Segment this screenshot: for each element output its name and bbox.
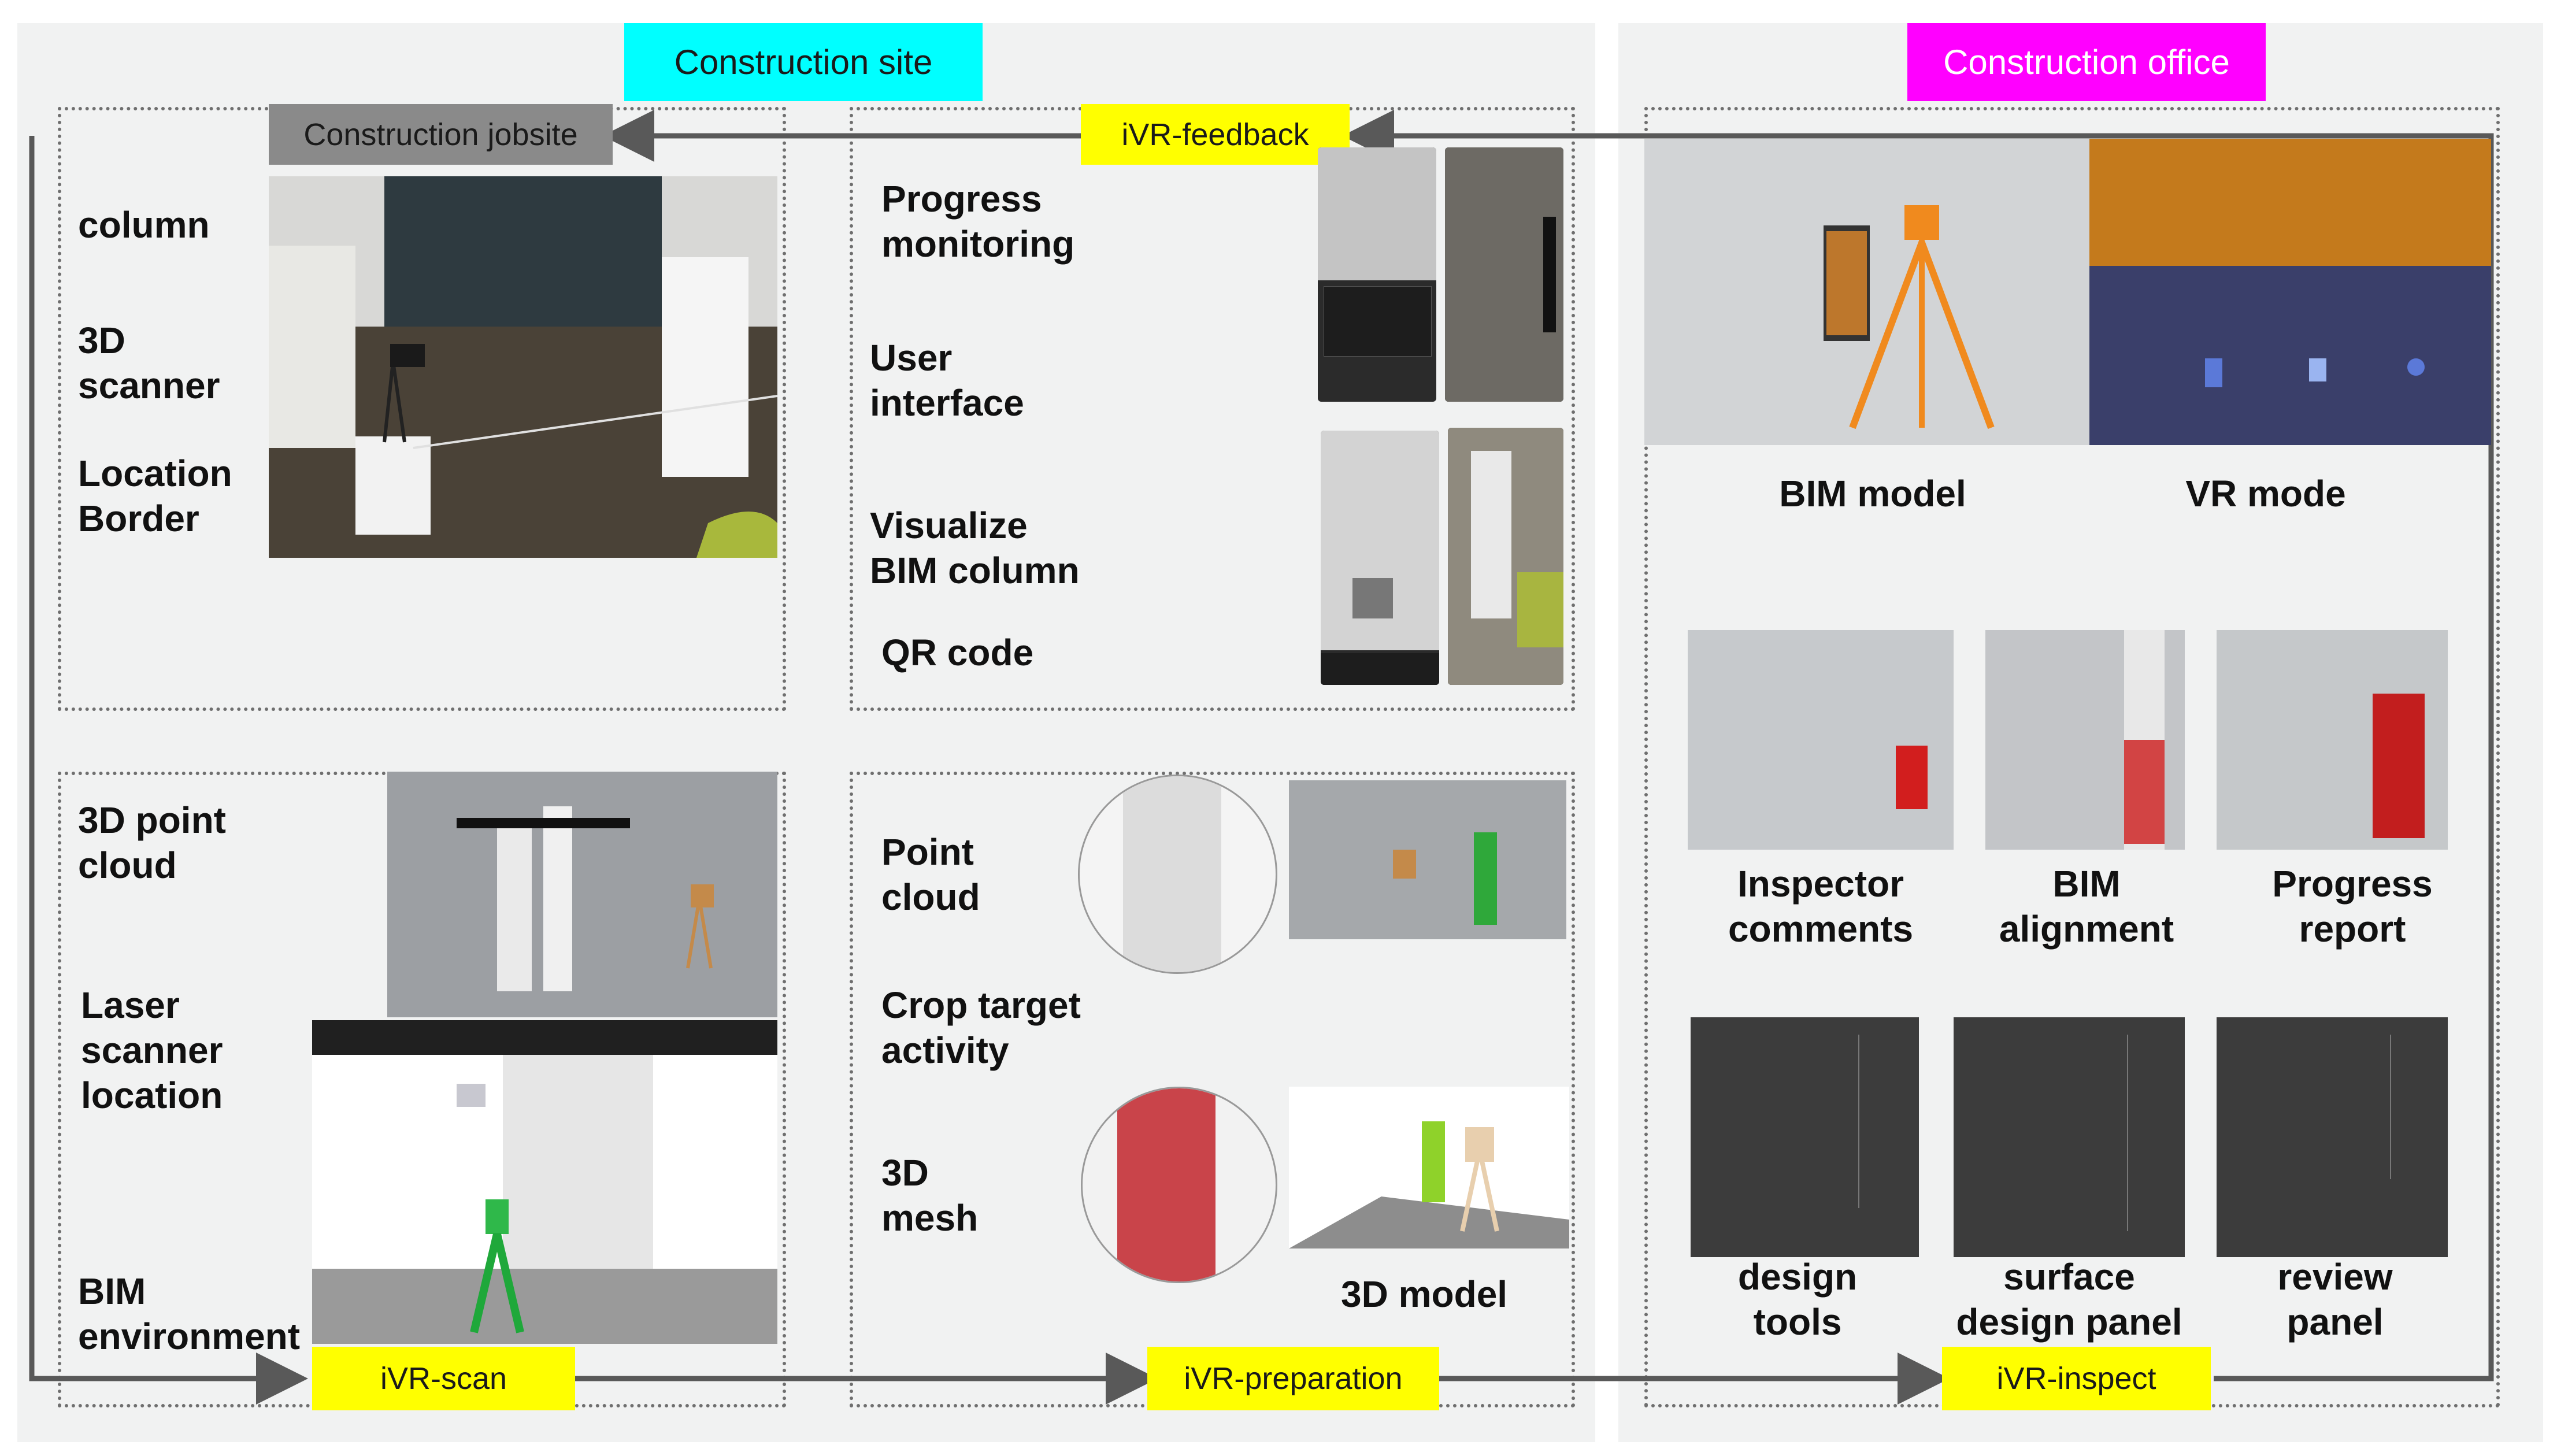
3d-model-label: 3D model [1341, 1273, 1508, 1315]
laser-scanner-render [312, 1020, 777, 1344]
qr-code-label: QR code [881, 632, 1034, 673]
bim-model-render [1644, 139, 2089, 445]
arrow-to-scan [29, 136, 308, 1405]
point-cloud-zoom [1078, 775, 1277, 974]
vr-mode-render [2089, 139, 2491, 445]
ivr-preparation-tag: iVR-preparation [1147, 1347, 1439, 1410]
ivr-inspect-tag: iVR-inspect [1942, 1347, 2211, 1410]
laser-scanner-location-label: Laser scanner location [81, 984, 223, 1116]
surface-design-panel-label: surface design panel [1956, 1256, 2182, 1343]
review-panel-label: review panel [2277, 1256, 2393, 1343]
point-cloud-render [387, 772, 777, 1017]
construction-office-header: Construction office [1907, 23, 2266, 101]
design-tools-panel [1691, 1017, 1919, 1257]
vr-mode-label: VR mode [2185, 473, 2346, 514]
ivr-scan-tag: iVR-scan [312, 1347, 575, 1410]
inspector-comments-render [1688, 630, 1954, 850]
jobsite-photo [269, 176, 777, 558]
surface-design-panel [1954, 1017, 2185, 1257]
3d-point-cloud-label: 3D point cloud [78, 799, 226, 886]
visualize-bim-column-label: Visualize BIM column [870, 505, 1080, 591]
3d-scanner-label: 3D scanner [78, 320, 220, 406]
crop-target-activity-label: Crop target activity [881, 984, 1081, 1071]
app-screenshot-qr [1321, 431, 1439, 685]
inspector-comments-label: Inspector comments [1728, 863, 1914, 950]
bim-alignment-render [1985, 630, 2185, 850]
app-screenshot-bim-column [1448, 428, 1563, 685]
progress-report-label: Progress report [2272, 863, 2433, 950]
location-border-label: Location Border [78, 453, 232, 539]
bim-alignment-label: BIM alignment [1999, 863, 2174, 950]
arrow-inspect-out [1342, 110, 2494, 1381]
progress-monitoring-label: Progress monitoring [881, 178, 1075, 265]
ivr-feedback-tag: iVR-feedback [1081, 104, 1350, 165]
progress-report-render [2217, 630, 2448, 850]
construction-jobsite-tag: Construction jobsite [269, 104, 613, 165]
mesh-zoom [1081, 1087, 1277, 1283]
column-label: column [78, 204, 210, 246]
3d-mesh-label: 3D mesh [881, 1152, 979, 1239]
design-tools-label: design tools [1737, 1256, 1858, 1343]
review-panel [2217, 1017, 2448, 1257]
bim-model-label: BIM model [1779, 473, 1966, 514]
bim-environment-label: BIM environment [78, 1270, 301, 1357]
user-interface-label: User interface [870, 337, 1024, 424]
point-cloud-label: Point cloud [881, 831, 980, 918]
app-screenshot-menu [1318, 147, 1436, 402]
app-screenshot-progress [1445, 147, 1563, 402]
construction-site-header: Construction site [624, 23, 983, 101]
point-cloud-scene [1289, 780, 1566, 939]
3d-model-render [1289, 1087, 1569, 1248]
